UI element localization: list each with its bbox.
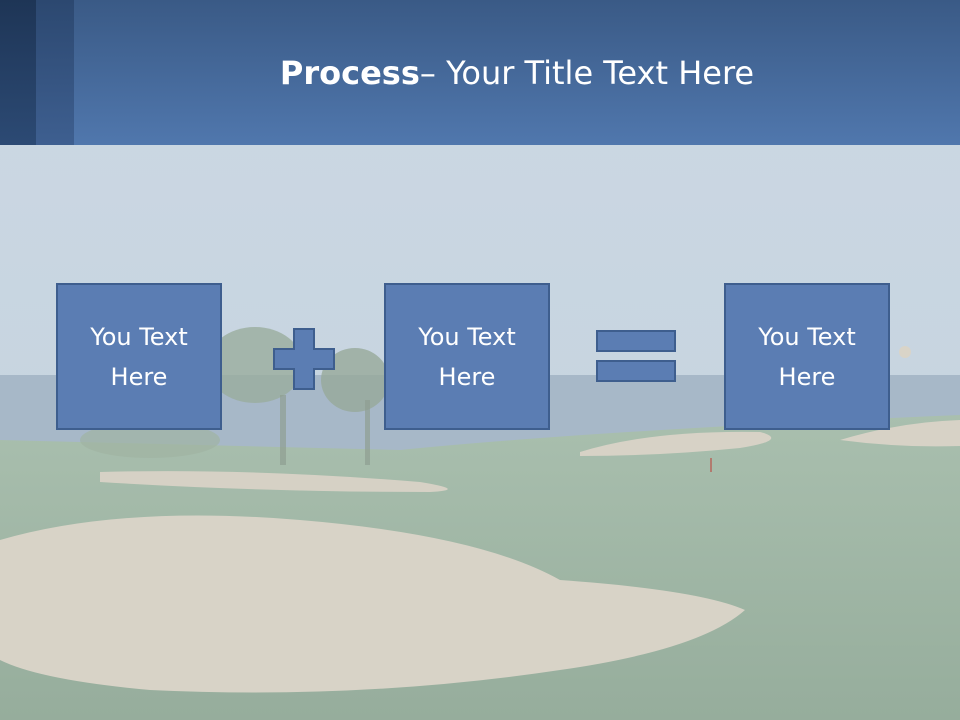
slide-title[interactable]: Process – Your Title Text Here	[74, 0, 960, 145]
title-bold-text: Process	[279, 53, 420, 92]
process-box-label: You Text Here	[758, 322, 856, 391]
header-accent-strip	[36, 0, 74, 145]
plus-icon	[273, 328, 335, 390]
process-box-1[interactable]: You Text Here	[56, 283, 222, 430]
title-rest-text: – Your Title Text Here	[419, 53, 755, 92]
process-box-3[interactable]: You Text Here	[724, 283, 890, 430]
equals-icon	[596, 330, 676, 382]
process-box-label: You Text Here	[418, 322, 516, 391]
process-box-label: You Text Here	[90, 322, 188, 391]
header-accent-strip	[0, 0, 36, 145]
process-box-2[interactable]: You Text Here	[384, 283, 550, 430]
title-header-band: Process – Your Title Text Here	[0, 0, 960, 145]
